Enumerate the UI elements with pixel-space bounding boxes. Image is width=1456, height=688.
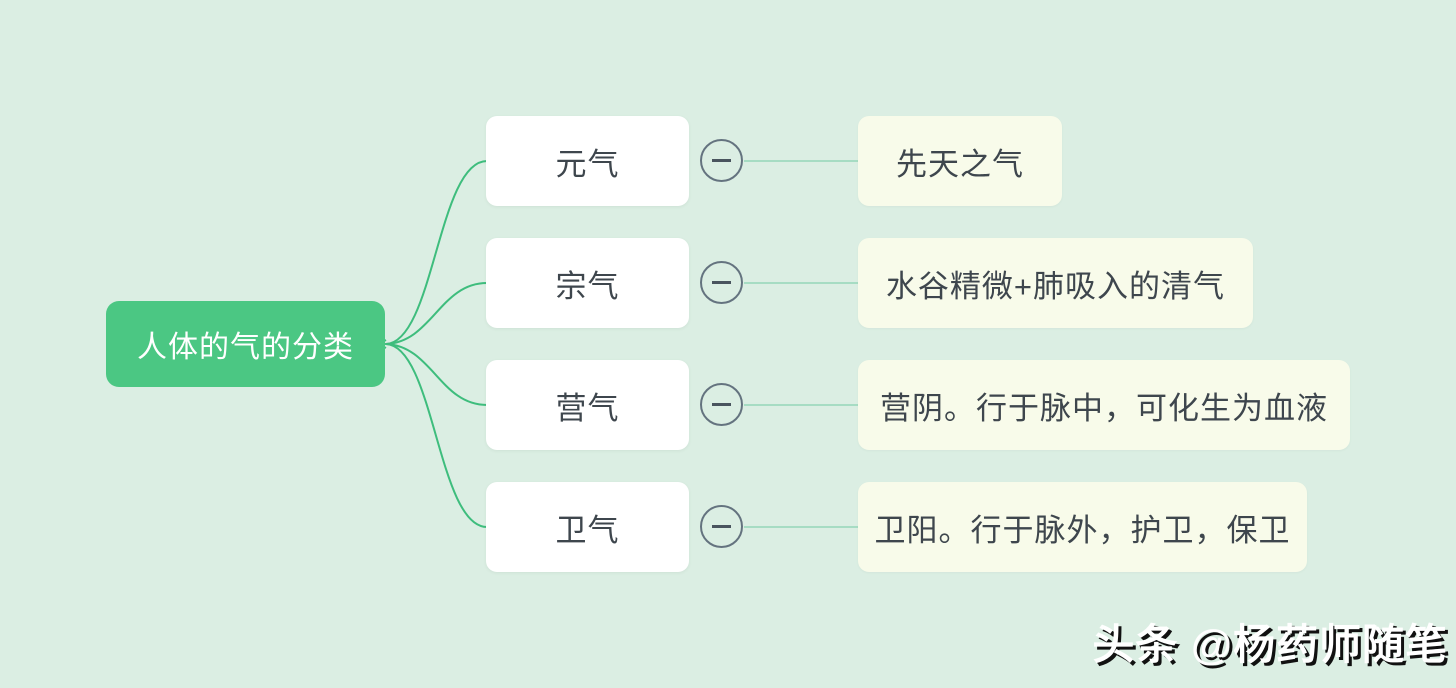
connector-line: [744, 160, 858, 162]
collapse-button[interactable]: [700, 261, 743, 304]
connector-line: [744, 282, 858, 284]
connector-line: [744, 404, 858, 406]
collapse-button[interactable]: [700, 505, 743, 548]
connector-line: [744, 526, 858, 528]
minus-icon: [712, 159, 731, 162]
minus-icon: [712, 525, 731, 528]
branch-node-weiqi[interactable]: 卫气: [486, 482, 689, 572]
branch-node-yingqi[interactable]: 营气: [486, 360, 689, 450]
minus-icon: [712, 281, 731, 284]
curve-root-to-branch-1: [385, 160, 488, 345]
branch-node-yuanqi[interactable]: 元气: [486, 116, 689, 206]
collapse-button[interactable]: [700, 383, 743, 426]
branch-node-zongqi[interactable]: 宗气: [486, 238, 689, 328]
curve-root-to-branch-4: [385, 343, 488, 528]
toutiao-watermark: 头条 @杨药师随笔: [1092, 621, 1448, 668]
curve-root-to-branch-3: [385, 343, 488, 406]
curve-root-to-branch-2: [385, 282, 488, 345]
leaf-node-weiqi-desc[interactable]: 卫阳。行于脉外，护卫，保卫: [858, 482, 1307, 572]
leaf-node-yingqi-desc[interactable]: 营阴。行于脉中，可化生为血液: [858, 360, 1350, 450]
leaf-node-zongqi-desc[interactable]: 水谷精微+肺吸入的清气: [858, 238, 1253, 328]
minus-icon: [712, 403, 731, 406]
root-node[interactable]: 人体的气的分类: [106, 301, 385, 387]
leaf-node-yuanqi-desc[interactable]: 先天之气: [858, 116, 1062, 206]
collapse-button[interactable]: [700, 139, 743, 182]
